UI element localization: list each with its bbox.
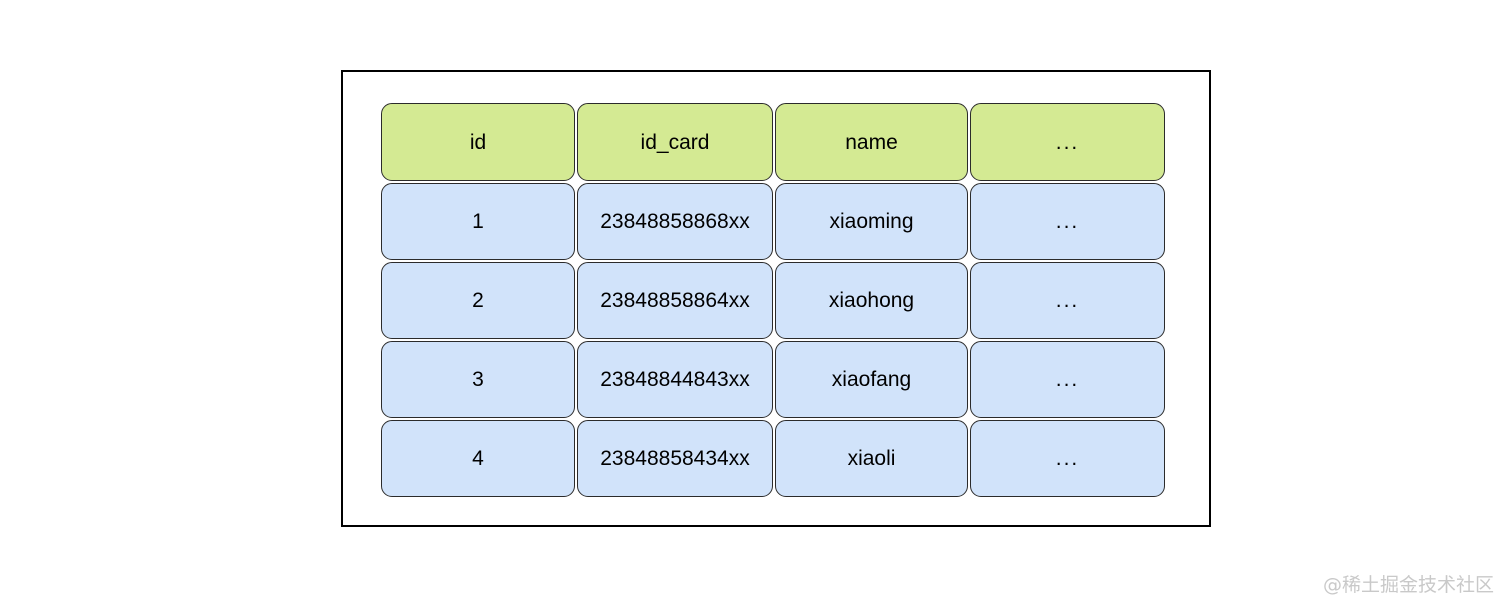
data-table: id id_card name ... 1 23848858868xx xiao… bbox=[380, 102, 1170, 498]
table-header-cell-id: id bbox=[381, 103, 575, 181]
table-cell-name: xiaohong bbox=[775, 262, 968, 339]
table-cell-id-card: 23848858864xx bbox=[577, 262, 773, 339]
table-cell-more: ... bbox=[970, 262, 1165, 339]
table-header-label: id bbox=[469, 130, 487, 154]
table-header-cell-name: name bbox=[775, 103, 968, 181]
table-cell-more: ... bbox=[970, 183, 1165, 260]
watermark: @稀土掘金技术社区 bbox=[1322, 574, 1494, 596]
cell-value: 2 bbox=[472, 289, 484, 312]
cell-value: xiaohong bbox=[828, 289, 915, 312]
cell-value: 3 bbox=[472, 368, 484, 391]
table-cell-id-card: 23848858868xx bbox=[577, 183, 773, 260]
table-cell-name: xiaofang bbox=[775, 341, 968, 418]
diagram-frame: id id_card name ... 1 23848858868xx xiao… bbox=[341, 70, 1211, 527]
table-cell-id-card: 23848844843xx bbox=[577, 341, 773, 418]
table-header-label: ... bbox=[1055, 130, 1080, 154]
cell-value: xiaoming bbox=[829, 210, 914, 233]
table-cell-id: 4 bbox=[381, 420, 575, 497]
cell-value: ... bbox=[1055, 447, 1080, 470]
cell-value: xiaofang bbox=[831, 368, 912, 391]
cell-value: ... bbox=[1055, 368, 1080, 391]
cell-value: 23848858434xx bbox=[600, 447, 750, 470]
cell-value: 23848844843xx bbox=[600, 368, 750, 391]
cell-value: 23848858868xx bbox=[600, 210, 750, 233]
table-cell-name: xiaoli bbox=[775, 420, 968, 497]
cell-value: 23848858864xx bbox=[600, 289, 750, 312]
table-cell-name: xiaoming bbox=[775, 183, 968, 260]
table-cell-id: 1 bbox=[381, 183, 575, 260]
table-header-cell-more: ... bbox=[970, 103, 1165, 181]
cell-value: ... bbox=[1055, 210, 1080, 233]
cell-value: ... bbox=[1055, 289, 1080, 312]
cell-value: 4 bbox=[472, 447, 484, 470]
table-cell-more: ... bbox=[970, 341, 1165, 418]
table-header-label: name bbox=[845, 130, 898, 154]
table-header-label: id_card bbox=[640, 130, 710, 154]
table-cell-id: 2 bbox=[381, 262, 575, 339]
table-cell-more: ... bbox=[970, 420, 1165, 497]
table-cell-id-card: 23848858434xx bbox=[577, 420, 773, 497]
table-cell-id: 3 bbox=[381, 341, 575, 418]
table-header-cell-id-card: id_card bbox=[577, 103, 773, 181]
cell-value: 1 bbox=[472, 210, 484, 233]
cell-value: xiaoli bbox=[847, 447, 896, 470]
